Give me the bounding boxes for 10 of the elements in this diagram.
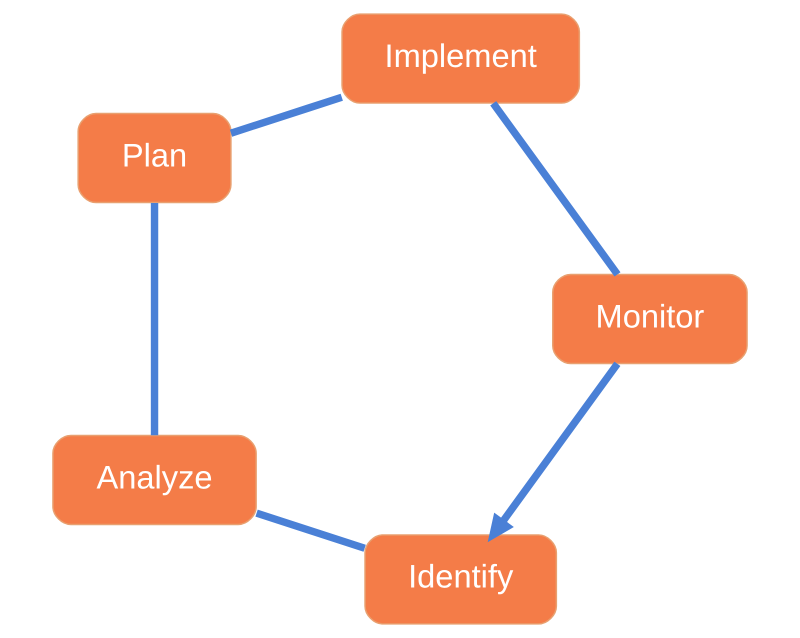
connector xyxy=(150,202,158,436)
connector xyxy=(255,510,366,552)
connector xyxy=(490,101,620,277)
connector xyxy=(230,94,343,137)
node-box: Analyze xyxy=(52,434,257,526)
arrow xyxy=(488,362,620,542)
node-box: Identify xyxy=(364,534,558,625)
node-box: Monitor xyxy=(552,274,748,364)
node-box: Implement xyxy=(341,13,580,104)
node-box: Plan xyxy=(77,112,232,204)
